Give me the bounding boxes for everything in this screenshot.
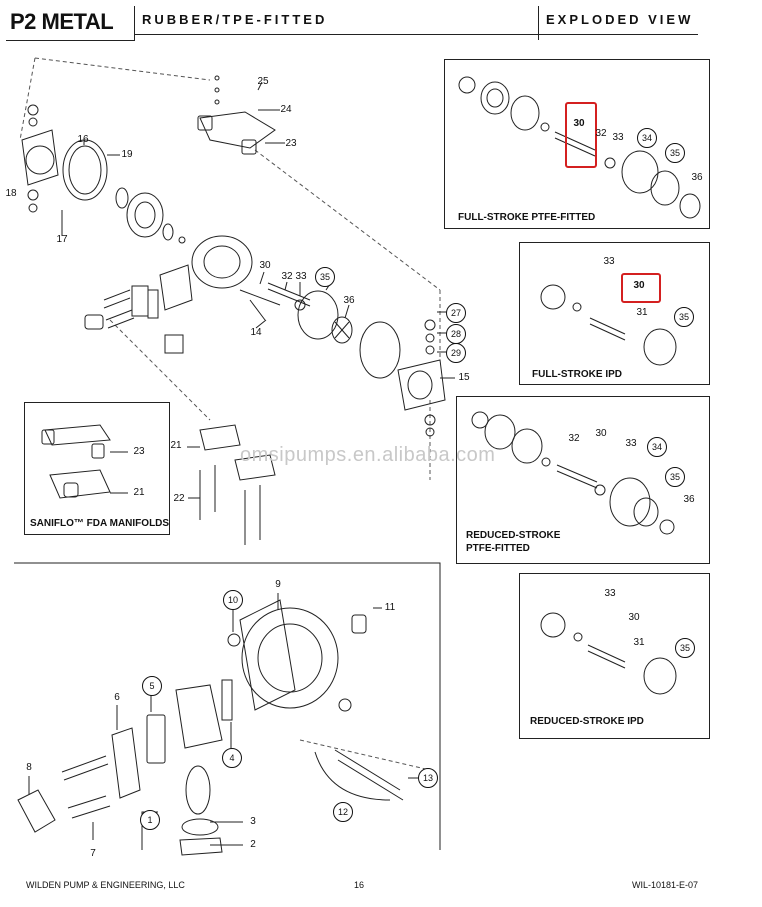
part-callout: 35 [315,267,335,287]
panel-full-stroke-ipd [519,242,710,385]
panel-caption: PTFE-FITTED [466,543,530,554]
part-label: 6 [114,692,120,703]
part-callout: 12 [333,802,353,822]
part-label: 7 [90,848,96,859]
part-callout: 35 [665,467,685,487]
panel-reduced-stroke-ptfe [456,396,710,564]
header-rule-right [538,34,698,35]
part-label: 8 [26,762,32,773]
footer-company: WILDEN PUMP & ENGINEERING, LLC [26,880,185,890]
view-title: EXPLODED VIEW [546,12,694,27]
page-number: 16 [354,880,365,890]
part-label: 30 [573,118,585,129]
part-callout: 4 [222,748,242,768]
part-label: 30 [633,280,645,291]
part-callout: 28 [446,324,466,344]
document-code: WIL-10181-E-07 [632,880,699,890]
part-label: 30 [595,428,607,439]
panel-saniflo-manifolds [24,402,170,535]
page-title: P2 METAL [10,9,114,34]
part-label: 19 [121,149,133,160]
part-label: 33 [625,438,637,449]
part-callout: 34 [647,437,667,457]
part-label: 30 [259,260,271,271]
part-label: 32 [595,128,607,139]
part-label: 21 [170,440,182,451]
part-label: 32 [281,271,293,282]
panel-full-stroke-ptfe [444,59,710,229]
part-label: 14 [250,327,262,338]
part-callout: 34 [637,128,657,148]
part-label: 31 [633,637,645,648]
header-rule [134,34,538,35]
part-label: 23 [133,446,145,457]
part-label: 33 [603,256,615,267]
part-callout: 27 [446,303,466,323]
part-label: 25 [257,76,269,87]
part-label: 22 [173,493,185,504]
part-label: 17 [56,234,68,245]
panel-reduced-stroke-ipd [519,573,710,739]
header-divider [538,6,539,40]
part-callout: 35 [674,307,694,327]
panel-caption: REDUCED-STROKE [466,530,561,541]
part-label: 36 [343,295,355,306]
part-label: 3 [250,816,256,827]
panel-caption: SANIFLO™ FDA MANIFOLDS [30,518,170,529]
part-label: 32 [568,433,580,444]
part-callout: 35 [665,143,685,163]
page-subtitle: RUBBER/TPE-FITTED [142,12,328,27]
part-label: 23 [285,138,297,149]
part-label: 16 [77,134,89,145]
part-label: 30 [628,612,640,623]
part-callout: 5 [142,676,162,696]
part-label: 24 [280,104,292,115]
panel-caption: FULL-STROKE IPD [532,369,622,380]
part-label: 11 [384,602,396,613]
panel-caption: FULL-STROKE PTFE-FITTED [458,212,596,223]
part-label: 33 [295,271,307,282]
part-label: 2 [250,839,256,850]
part-label: 36 [683,494,695,505]
part-label: 33 [612,132,624,143]
part-label: 31 [636,307,648,318]
watermark: omsipumps.en.alibaba.com [240,444,496,466]
part-callout: 35 [675,638,695,658]
part-label: 21 [133,487,145,498]
part-label: 18 [5,188,17,199]
part-label: 33 [604,588,616,599]
panel-caption: REDUCED-STROKE IPD [530,716,644,727]
part-callout: 1 [140,810,160,830]
part-label: 15 [458,372,470,383]
part-callout: 13 [418,768,438,788]
part-callout: 29 [446,343,466,363]
part-label: 36 [691,172,703,183]
part-label: 9 [275,579,281,590]
highlight-box [565,102,597,168]
header-title-box [6,6,135,41]
highlight-box [621,273,661,303]
part-callout: 10 [223,590,243,610]
